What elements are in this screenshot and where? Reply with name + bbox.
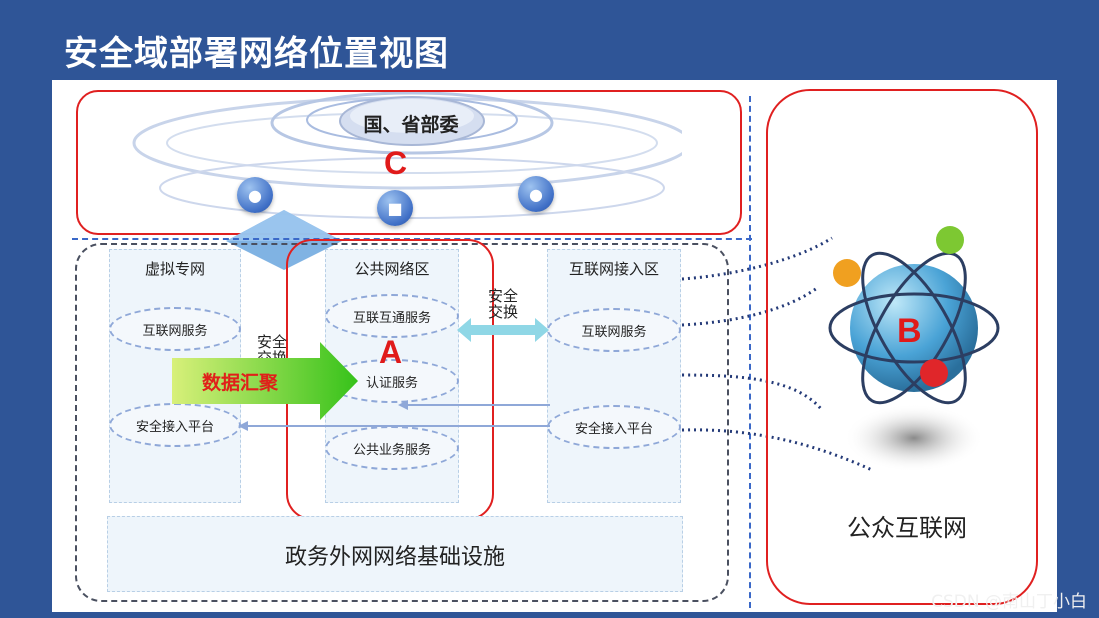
auth-service: 认证服务	[325, 359, 459, 403]
ministry-label: 国、省部委	[363, 114, 459, 136]
lightbulb-icon: ●	[237, 177, 273, 213]
label-a: A	[379, 334, 403, 370]
region-c-box	[76, 90, 742, 235]
vpn-internet-service: 互联网服务	[109, 307, 241, 351]
infrastructure-label: 政务外网网络基础设施	[284, 545, 505, 570]
interconnect-service: 互联互通服务	[325, 294, 459, 338]
vertical-divider	[749, 96, 751, 608]
internet-title: 互联网接入区	[568, 260, 659, 278]
public-title: 公共网络区	[354, 260, 430, 278]
label-c: C	[384, 145, 408, 181]
internet-secure-access: 安全接入平台	[547, 405, 681, 449]
data-aggregation-arrow	[172, 342, 358, 420]
bidirectional-arrow	[457, 318, 549, 342]
data-aggregation-label: 数据汇聚	[202, 372, 279, 394]
public-internet-label: 公众互联网	[847, 514, 967, 542]
public-business-service: 公共业务服务	[325, 426, 459, 470]
connector-diamond	[226, 210, 342, 270]
users-icon: ●	[518, 176, 554, 212]
label-b: B	[897, 312, 922, 350]
exchange-right: 安全 交换	[486, 288, 520, 320]
region-b-box	[766, 89, 1038, 605]
vpn-title: 虚拟专网	[144, 260, 205, 278]
watermark: CSDN @南山丁小白	[931, 592, 1087, 612]
orbit-rings	[132, 91, 682, 219]
gov-network-area	[75, 243, 729, 602]
diagram-canvas: 国、省部委 C ● ■ ● 虚拟专网 公共网络区 互联网接入区 互联网服务 安全…	[52, 80, 1057, 612]
exchange-right-line2: 交换	[487, 303, 518, 321]
infrastructure-bar: 政务外网网络基础设施	[107, 516, 683, 592]
access-arrows	[238, 400, 550, 431]
internet-globe	[828, 226, 1000, 472]
page-title: 安全域部署网络位置视图	[64, 34, 449, 74]
internet-service: 互联网服务	[547, 308, 681, 352]
exchange-left-line1: 安全	[257, 333, 288, 351]
internet-column: 互联网接入区	[547, 249, 681, 503]
document-icon: ■	[377, 190, 413, 226]
exchange-right-line1: 安全	[487, 287, 518, 305]
